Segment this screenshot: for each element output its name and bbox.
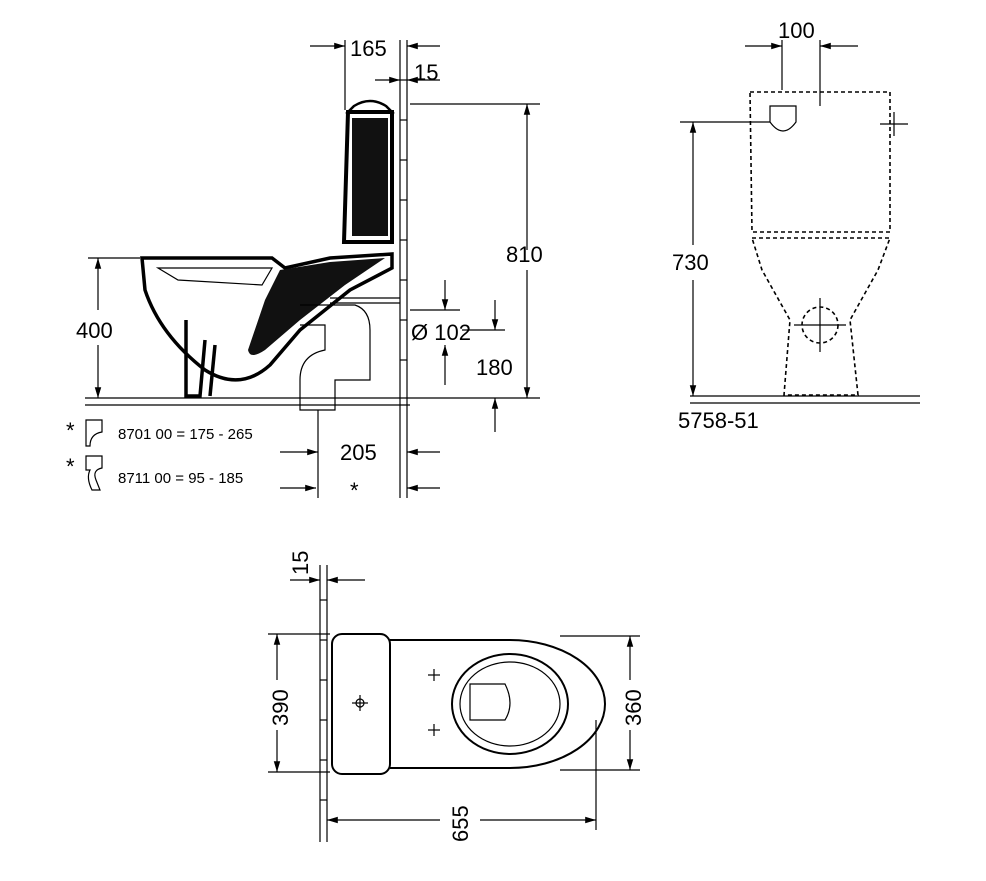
top-dim-360-label: 360 <box>621 689 646 726</box>
connector-marker: * <box>66 418 75 443</box>
bowl-foot-rear <box>208 344 217 397</box>
dim-205-label: 205 <box>340 440 377 465</box>
top-bowl-outline <box>390 639 606 769</box>
dim-810-label: 810 <box>506 242 543 267</box>
connector-text: 8711 00 = 95 - 185 <box>118 470 243 487</box>
top-wall-hatch <box>320 599 327 801</box>
bowl-outline <box>140 252 394 382</box>
front-cistern-outline <box>749 91 891 233</box>
top-cistern <box>331 633 391 775</box>
connector-8711: * 8711 00 = 95 - 185 <box>66 454 243 491</box>
top-seat-ring <box>451 653 569 755</box>
wall-hatch <box>400 79 407 361</box>
front-bowl-outline <box>750 237 892 396</box>
dim-400-label: 400 <box>76 318 113 343</box>
connector-8711-icon <box>85 455 103 491</box>
model-number: 5758-51 <box>678 408 759 433</box>
top-view: 15 390 360 655 <box>268 551 646 842</box>
front-view: 100 730 5758-51 <box>672 18 920 433</box>
outlet-pipe <box>299 304 371 411</box>
connector-text: 8701 00 = 175 - 265 <box>118 426 253 443</box>
dim-15-label: 15 <box>414 60 438 85</box>
top-seat-inner <box>459 661 561 747</box>
top-water-surface <box>469 683 511 721</box>
bowl-rim <box>155 267 274 286</box>
bowl-foot-front <box>184 320 207 398</box>
cistern-body <box>352 118 388 236</box>
dim-star-label: * <box>350 478 359 503</box>
connector-8701-icon <box>85 419 103 447</box>
connector-8701: * 8701 00 = 175 - 265 <box>66 418 253 447</box>
dim-730-label: 730 <box>672 250 709 275</box>
top-dim-15-label: 15 <box>288 551 313 575</box>
dim-100-label: 100 <box>778 18 815 43</box>
dim-180-label: 180 <box>476 355 513 380</box>
dim-102-label: Ø 102 <box>411 320 471 345</box>
top-dim-655-label: 655 <box>448 805 473 842</box>
top-fixing-marks <box>428 669 440 736</box>
bowl-trap <box>248 258 385 355</box>
side-view: 165 15 810 400 Ø 102 180 205 * <box>66 36 543 503</box>
dim-165-label: 165 <box>350 36 387 61</box>
connector-marker: * <box>66 454 75 479</box>
top-dim-390-label: 390 <box>268 689 293 726</box>
front-flush-button <box>769 105 797 132</box>
flush-button <box>344 99 396 114</box>
